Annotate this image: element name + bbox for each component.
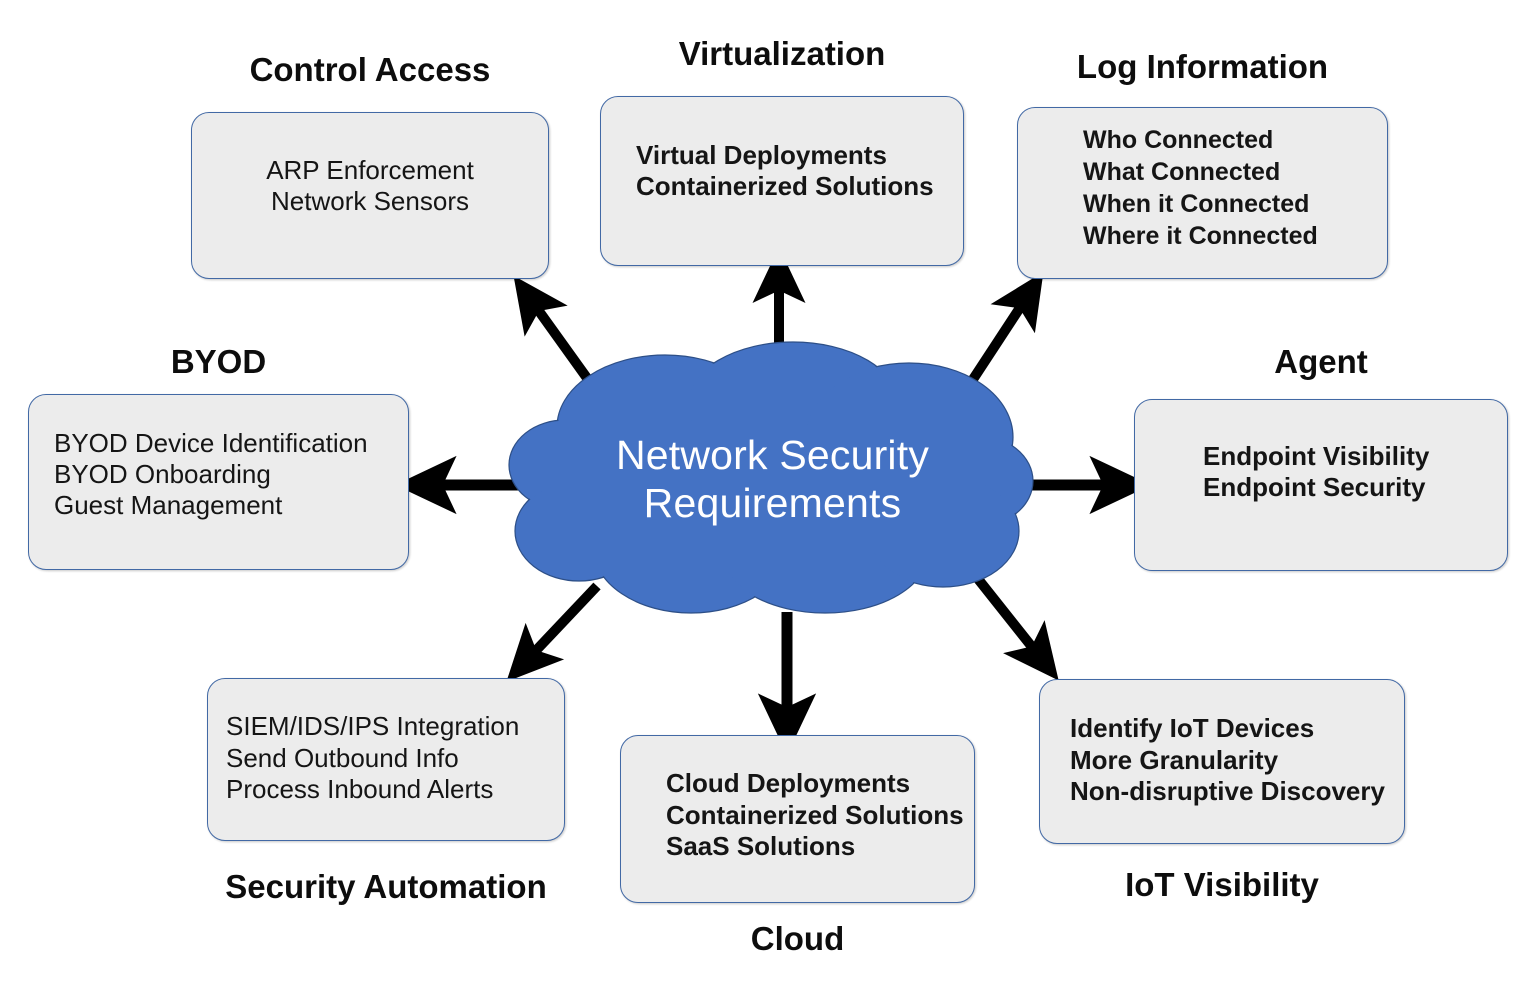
center-cloud-node[interactable]: Network Security Requirements bbox=[505, 335, 1040, 625]
node-title-control-access: Control Access bbox=[249, 51, 491, 88]
node-title-log-information: Log Information bbox=[1076, 48, 1329, 85]
node-body-agent: Endpoint Visibility Endpoint Security bbox=[1203, 441, 1430, 503]
node-title-byod: BYOD bbox=[170, 343, 267, 380]
node-box-virtualization[interactable]: Virtual Deployments Containerized Soluti… bbox=[600, 96, 964, 266]
node-box-agent[interactable]: Endpoint Visibility Endpoint Security bbox=[1134, 399, 1508, 571]
node-box-security-automation[interactable]: SIEM/IDS/IPS Integration Send Outbound I… bbox=[207, 678, 565, 841]
node-box-cloud[interactable]: Cloud Deployments Containerized Solution… bbox=[620, 735, 975, 903]
node-title-security-automation: Security Automation bbox=[225, 868, 547, 905]
node-title-iot-visibility: IoT Visibility bbox=[1125, 866, 1319, 903]
node-box-byod[interactable]: BYOD Device Identification BYOD Onboardi… bbox=[28, 394, 409, 570]
node-box-iot-visibility[interactable]: Identify IoT Devices More Granularity No… bbox=[1039, 679, 1405, 844]
node-box-log-information[interactable]: Who Connected What Connected When it Con… bbox=[1017, 107, 1388, 279]
node-body-iot-visibility: Identify IoT Devices More Granularity No… bbox=[1070, 713, 1385, 807]
node-title-agent: Agent bbox=[1274, 343, 1368, 380]
node-body-log-information: Who Connected What Connected When it Con… bbox=[1083, 126, 1318, 250]
center-cloud-label: Network Security Requirements bbox=[615, 432, 930, 527]
node-body-virtualization: Virtual Deployments Containerized Soluti… bbox=[636, 140, 934, 202]
node-title-cloud: Cloud bbox=[750, 920, 845, 957]
cloud-shape-icon bbox=[508, 341, 1034, 614]
node-body-byod: BYOD Device Identification BYOD Onboardi… bbox=[54, 428, 368, 521]
node-body-cloud: Cloud Deployments Containerized Solution… bbox=[666, 768, 964, 862]
node-body-security-automation: SIEM/IDS/IPS Integration Send Outbound I… bbox=[226, 711, 520, 805]
node-box-control-access[interactable]: ARP Enforcement Network Sensors bbox=[191, 112, 549, 279]
node-body-control-access: ARP Enforcement Network Sensors bbox=[266, 155, 474, 216]
node-title-virtualization: Virtualization bbox=[678, 35, 886, 72]
